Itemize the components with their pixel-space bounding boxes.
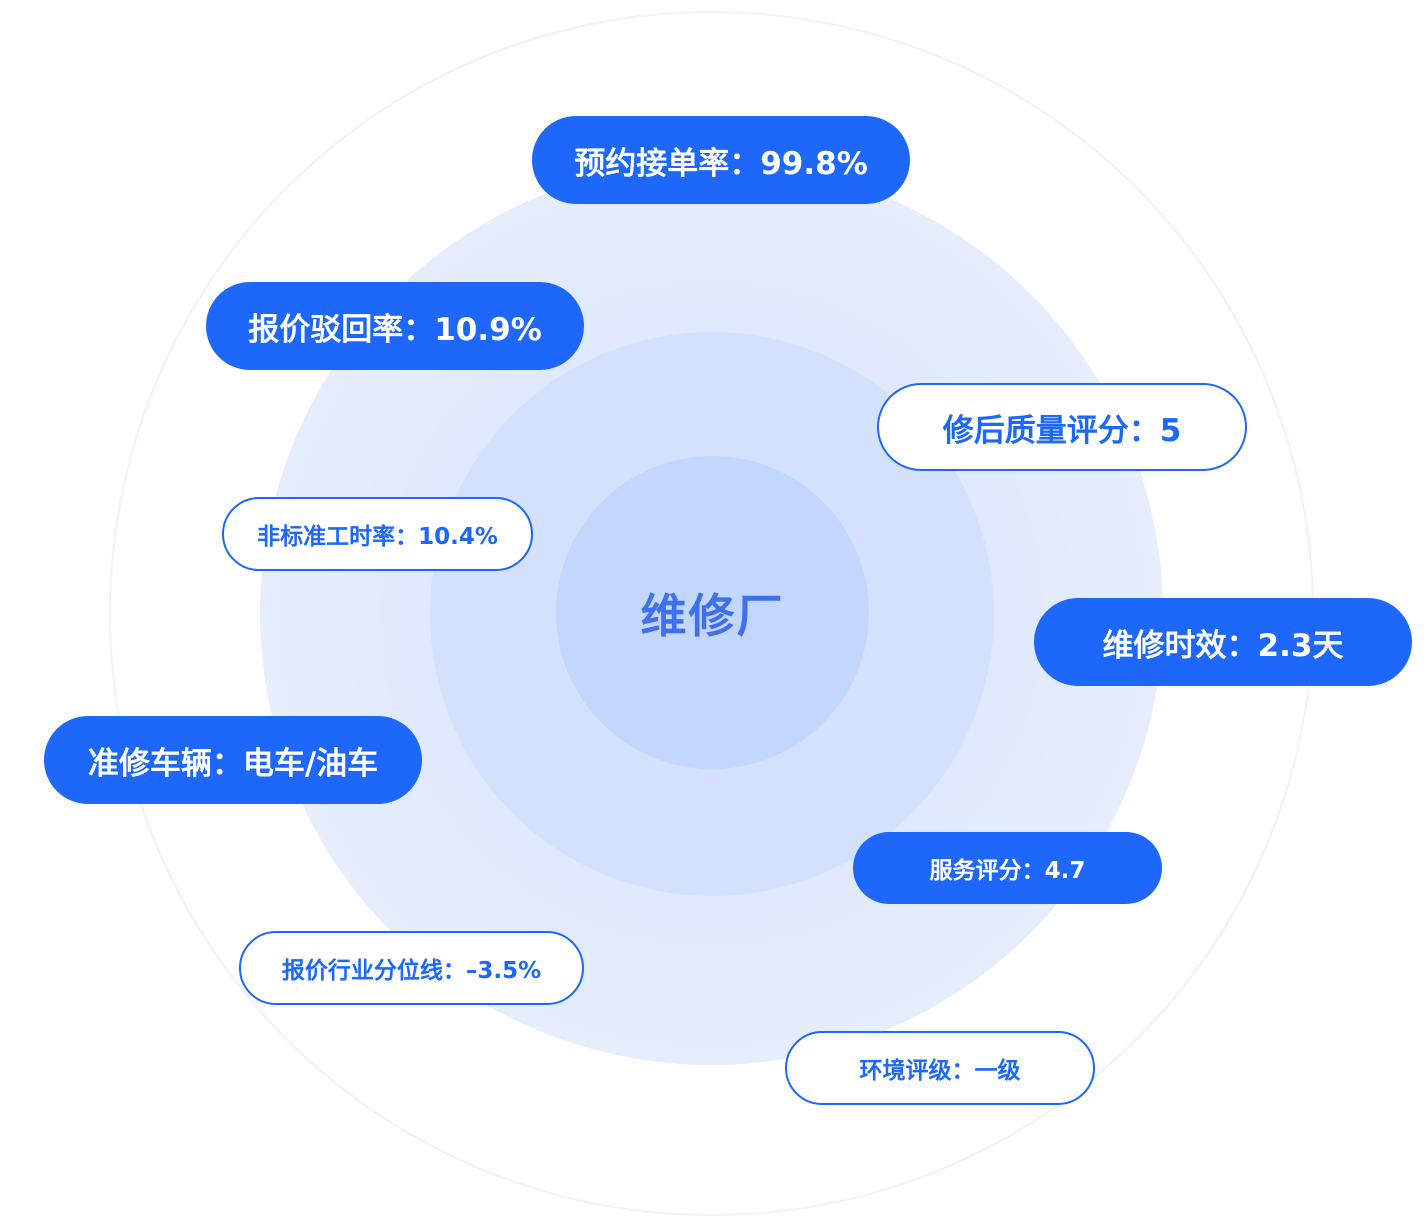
metric-quote-reject-rate: 报价驳回率：10.9% — [206, 282, 584, 370]
metric-repair-time: 维修时效：2.3天 — [1034, 598, 1412, 686]
metric-quote-percentile: 报价行业分位线：–3.5% — [239, 931, 584, 1005]
metric-environment-grade: 环境评级：一级 — [785, 1031, 1095, 1105]
core-circle — [556, 456, 869, 769]
metric-service-score: 服务评分：4.7 — [853, 832, 1162, 904]
metric-booking-rate: 预约接单率：99.8% — [532, 116, 910, 204]
metric-allowed-vehicles: 准修车辆：电车/油车 — [44, 716, 422, 804]
metric-post-repair-quality: 修后质量评分：5 — [877, 383, 1247, 471]
center-label: 维修厂 — [640, 588, 785, 643]
metric-non-standard-hours: 非标准工时率：10.4% — [222, 497, 533, 571]
